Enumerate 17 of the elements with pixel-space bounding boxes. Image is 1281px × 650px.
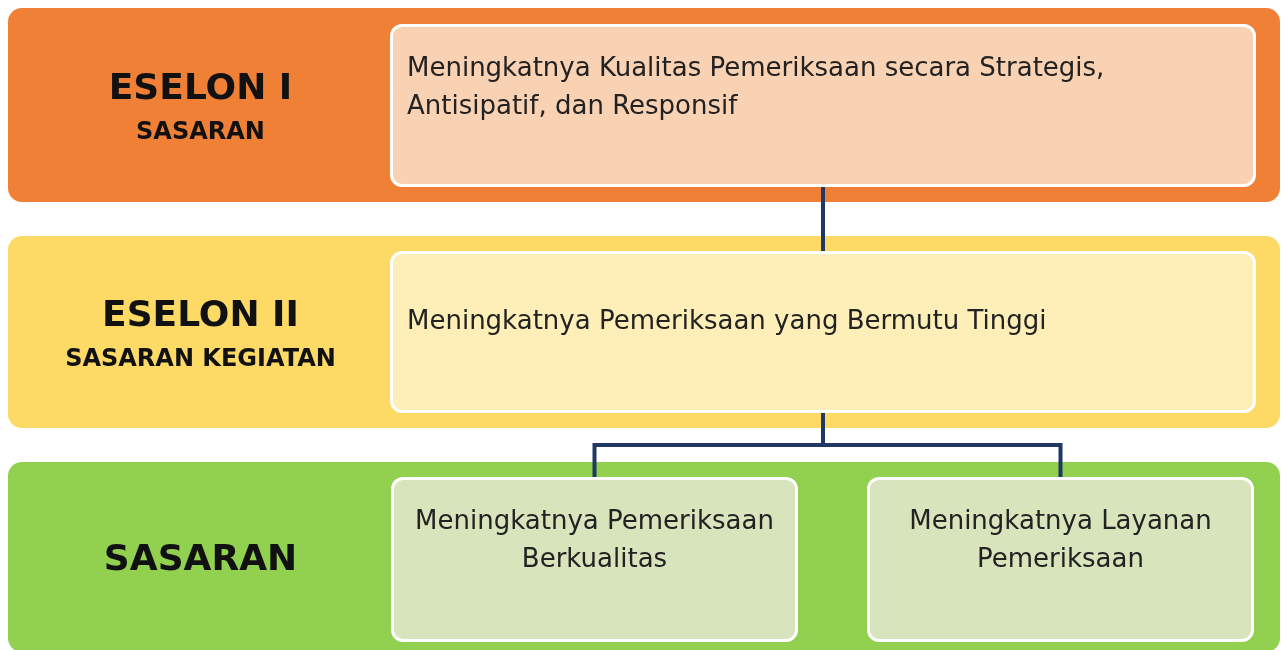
level-title: SASARAN	[103, 536, 298, 578]
level-subtitle: SASARAN KEGIATAN	[65, 343, 336, 372]
level-band	[8, 8, 1280, 202]
goal-text: Meningkatnya Layanan Pemeriksaan	[908, 504, 1213, 575]
connector-line	[821, 187, 825, 251]
level-band	[8, 462, 1280, 650]
goal-text: Meningkatnya Kualitas Pemeriksaan secara Strategis, Antisipatif, dan Responsif	[407, 51, 1106, 122]
level-subtitle: SASARAN	[136, 116, 265, 145]
goal-box	[390, 251, 1256, 413]
goal-text: Meningkatnya Pemeriksaan yang Bermutu Tinggi	[407, 304, 1048, 337]
level-title: ESELON II	[102, 292, 299, 334]
level-title: ESELON I	[108, 65, 293, 107]
level-band	[8, 236, 1280, 428]
goal-text: Meningkatnya Pemeriksaan Berkualitas	[414, 504, 775, 575]
goal-box	[391, 477, 798, 642]
goal-box	[390, 24, 1256, 187]
goal-box	[867, 477, 1254, 642]
